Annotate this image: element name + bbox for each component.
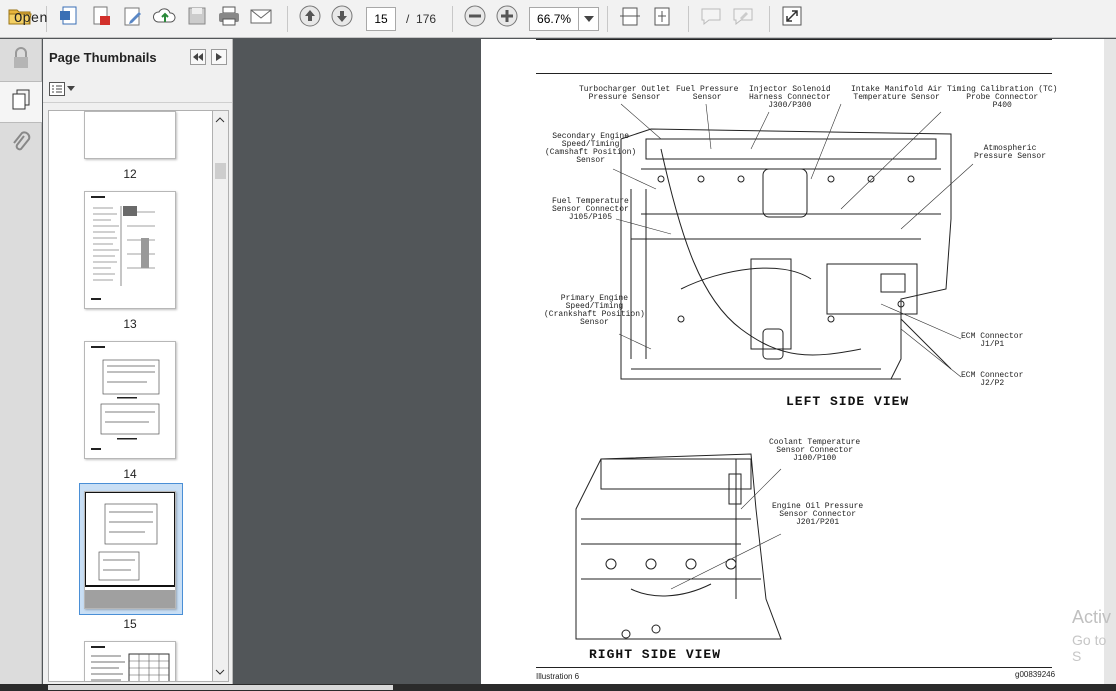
label-intake-manifold: Intake Manifold Air Temperature Sensor	[851, 85, 943, 102]
envelope-icon	[249, 6, 273, 31]
thumbnail-page-16[interactable]	[84, 641, 176, 681]
expand-icon	[781, 5, 803, 32]
label-fuel-temperature: Fuel Temperature Sensor Connector J105/P…	[552, 197, 629, 222]
pdf-page: Turbocharger Outlet Pressure Sensor Fuel…	[481, 39, 1104, 684]
thumbnail-image	[91, 196, 155, 300]
zoom-select[interactable]: 66.7%	[529, 6, 600, 31]
chevron-down-icon	[215, 669, 225, 675]
expand-panel-button[interactable]	[211, 49, 227, 65]
label-turbocharger: Turbocharger Outlet Pressure Sensor	[579, 85, 671, 102]
pencil-icon	[122, 5, 144, 32]
activation-watermark: Activ	[1072, 607, 1112, 627]
thumbnails-panel: Page Thumbnails 12 13	[43, 39, 233, 684]
pdf-export-icon	[90, 5, 112, 32]
comment-icon	[700, 6, 722, 31]
main-toolbar: Open 15 / 176 66.7%	[0, 0, 1116, 38]
label-injector-solenoid: Injector Solenoid Harness Connector J300…	[749, 85, 831, 110]
edit-pdf-button[interactable]	[119, 5, 147, 33]
printer-icon	[217, 5, 241, 32]
list-options-icon	[49, 81, 65, 96]
attachments-button[interactable]	[0, 123, 42, 165]
page-number-input[interactable]: 15	[366, 6, 396, 31]
thumbnail-page-15[interactable]	[84, 491, 176, 609]
chevron-right-icon	[216, 53, 222, 61]
collapse-panel-button[interactable]	[190, 49, 206, 65]
label-fuel-pressure: Fuel Pressure Sensor	[676, 85, 739, 102]
label-engine-oil-pressure: Engine Oil Pressure Sensor Connector J20…	[772, 502, 864, 527]
highlight-button[interactable]	[729, 5, 757, 33]
thumbnail-page-14[interactable]	[84, 341, 176, 459]
arrow-down-icon	[331, 5, 353, 32]
fit-width-button[interactable]	[616, 5, 644, 33]
label-secondary-speed: Secondary Engine Speed/Timing (Camshaft …	[545, 132, 637, 165]
chevron-up-icon	[215, 117, 225, 123]
right-side-view-title: RIGHT SIDE VIEW	[589, 647, 722, 662]
thumbnail-label: 13	[123, 317, 137, 331]
thumbnail-label: 14	[123, 467, 137, 481]
label-atmospheric: Atmospheric Pressure Sensor	[974, 144, 1047, 161]
open-label: Open	[14, 10, 48, 27]
save-icon	[187, 6, 207, 31]
create-pdf-icon	[58, 5, 80, 32]
zoom-in-button[interactable]	[493, 5, 521, 33]
email-button[interactable]	[247, 5, 275, 33]
fit-width-icon	[619, 5, 641, 32]
pages-icon	[10, 88, 32, 117]
fullscreen-button[interactable]	[778, 5, 806, 33]
activation-watermark-subtext: Go to S	[1072, 632, 1107, 664]
previous-page-button[interactable]	[296, 5, 324, 33]
thumbnail-label: 15	[123, 617, 137, 631]
thumbnails-scrollbar[interactable]	[213, 110, 229, 682]
chevron-down-icon	[67, 86, 75, 91]
thumbnail-page-13[interactable]	[84, 191, 176, 309]
paperclip-icon	[11, 130, 31, 159]
print-button[interactable]	[215, 5, 243, 33]
fit-page-icon	[651, 5, 673, 32]
engine-left-side-drawing	[575, 103, 974, 640]
page-thumbnails-button[interactable]	[0, 81, 42, 123]
page-total: / 176	[406, 11, 437, 26]
thumbnail-image	[91, 646, 170, 681]
create-pdf-button[interactable]	[55, 5, 83, 33]
illustration-caption: Illustration 6	[536, 672, 580, 681]
arrow-up-icon	[299, 5, 321, 32]
thumbnail-page-12[interactable]	[84, 111, 176, 159]
fit-page-button[interactable]	[648, 5, 676, 33]
horizontal-scrollbar[interactable]	[0, 684, 1116, 691]
lock-icon	[12, 46, 30, 74]
left-side-view-title: LEFT SIDE VIEW	[786, 394, 910, 409]
zoom-out-button[interactable]	[461, 5, 489, 33]
next-page-button[interactable]	[328, 5, 356, 33]
navigation-rail	[0, 39, 42, 684]
thumbnail-image	[84, 491, 176, 608]
open-button[interactable]: Open	[8, 5, 48, 33]
thumbnail-list: 12 13	[48, 110, 213, 682]
label-primary-speed: Primary Engine Speed/Timing (Crankshaft …	[544, 294, 645, 327]
label-ecm-j2: ECM Connector J2/P2	[961, 371, 1024, 388]
comment-button[interactable]	[697, 5, 725, 33]
label-timing-calibration: Timing Calibration (TC) Probe Connector …	[947, 85, 1058, 110]
security-button[interactable]	[0, 39, 42, 81]
highlight-pen-icon	[732, 6, 754, 31]
export-pdf-button[interactable]	[87, 5, 115, 33]
plus-icon	[496, 5, 518, 32]
panel-title: Page Thumbnails	[49, 49, 157, 65]
zoom-value: 66.7%	[537, 11, 572, 26]
upload-button[interactable]	[151, 5, 179, 33]
save-button[interactable]	[183, 5, 211, 33]
thumbnail-image	[91, 346, 160, 450]
thumbnail-label: 12	[123, 167, 137, 181]
label-ecm-j1: ECM Connector J1/P1	[961, 332, 1024, 349]
chevron-down-icon[interactable]	[578, 7, 598, 30]
scrollbar-thumb[interactable]	[215, 163, 226, 179]
folder-icon	[8, 6, 32, 31]
double-chevron-left-icon	[193, 53, 203, 61]
document-scrollbar[interactable]	[1104, 39, 1116, 684]
label-coolant-temperature: Coolant Temperature Sensor Connector J10…	[769, 438, 861, 463]
cloud-upload-icon	[152, 5, 177, 32]
minus-icon	[464, 5, 486, 32]
document-viewer: Turbocharger Outlet Pressure Sensor Fuel…	[234, 39, 1116, 684]
options-menu-button[interactable]	[49, 81, 75, 96]
illustration-id: g00839246	[1015, 670, 1056, 679]
